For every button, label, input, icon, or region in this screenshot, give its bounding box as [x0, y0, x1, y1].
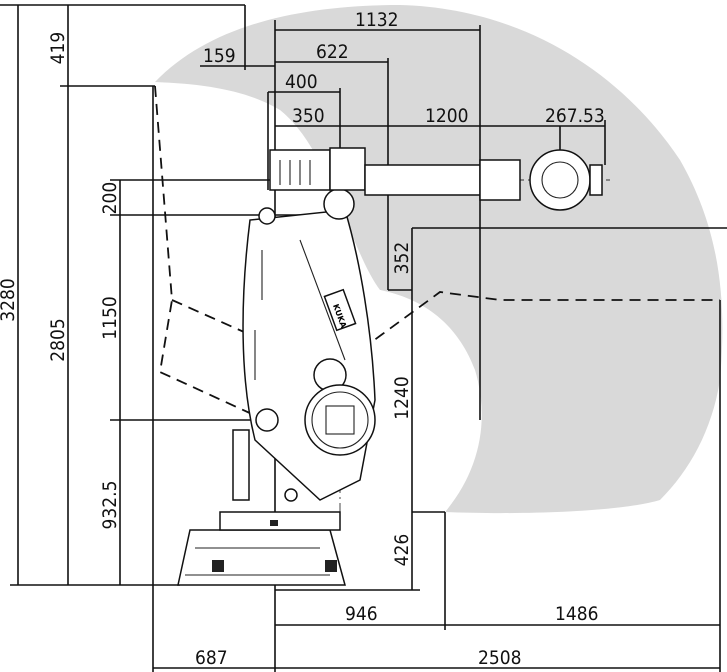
workspace-inner-cutout [380, 290, 482, 512]
dim-3280: 3280 [0, 278, 19, 322]
dim-419: 419 [47, 32, 69, 65]
dim-2508: 2508 [478, 647, 522, 669]
robot-lower-arm: KUKA [232, 188, 376, 502]
dim-2805: 2805 [47, 318, 69, 362]
dim-1486: 1486 [555, 603, 599, 625]
robot-base [177, 511, 346, 586]
dim-400: 400 [285, 71, 318, 93]
dim-200: 200 [99, 182, 121, 215]
dim-687: 687 [195, 647, 228, 669]
dim-352: 352 [391, 242, 413, 275]
robot-upper-arm [269, 147, 603, 211]
dim-1150: 1150 [99, 296, 121, 340]
dim-1132: 1132 [355, 9, 399, 31]
dim-267-53: 267.53 [545, 105, 605, 127]
dim-1200: 1200 [425, 105, 469, 127]
dim-426: 426 [391, 534, 413, 567]
dim-622: 622 [316, 41, 349, 63]
workspace-envelope [155, 5, 723, 514]
dim-1240: 1240 [391, 376, 413, 420]
dim-159: 159 [203, 45, 236, 67]
dim-350: 350 [292, 105, 325, 127]
dim-946: 946 [345, 603, 378, 625]
dim-932-5: 932.5 [99, 481, 121, 530]
